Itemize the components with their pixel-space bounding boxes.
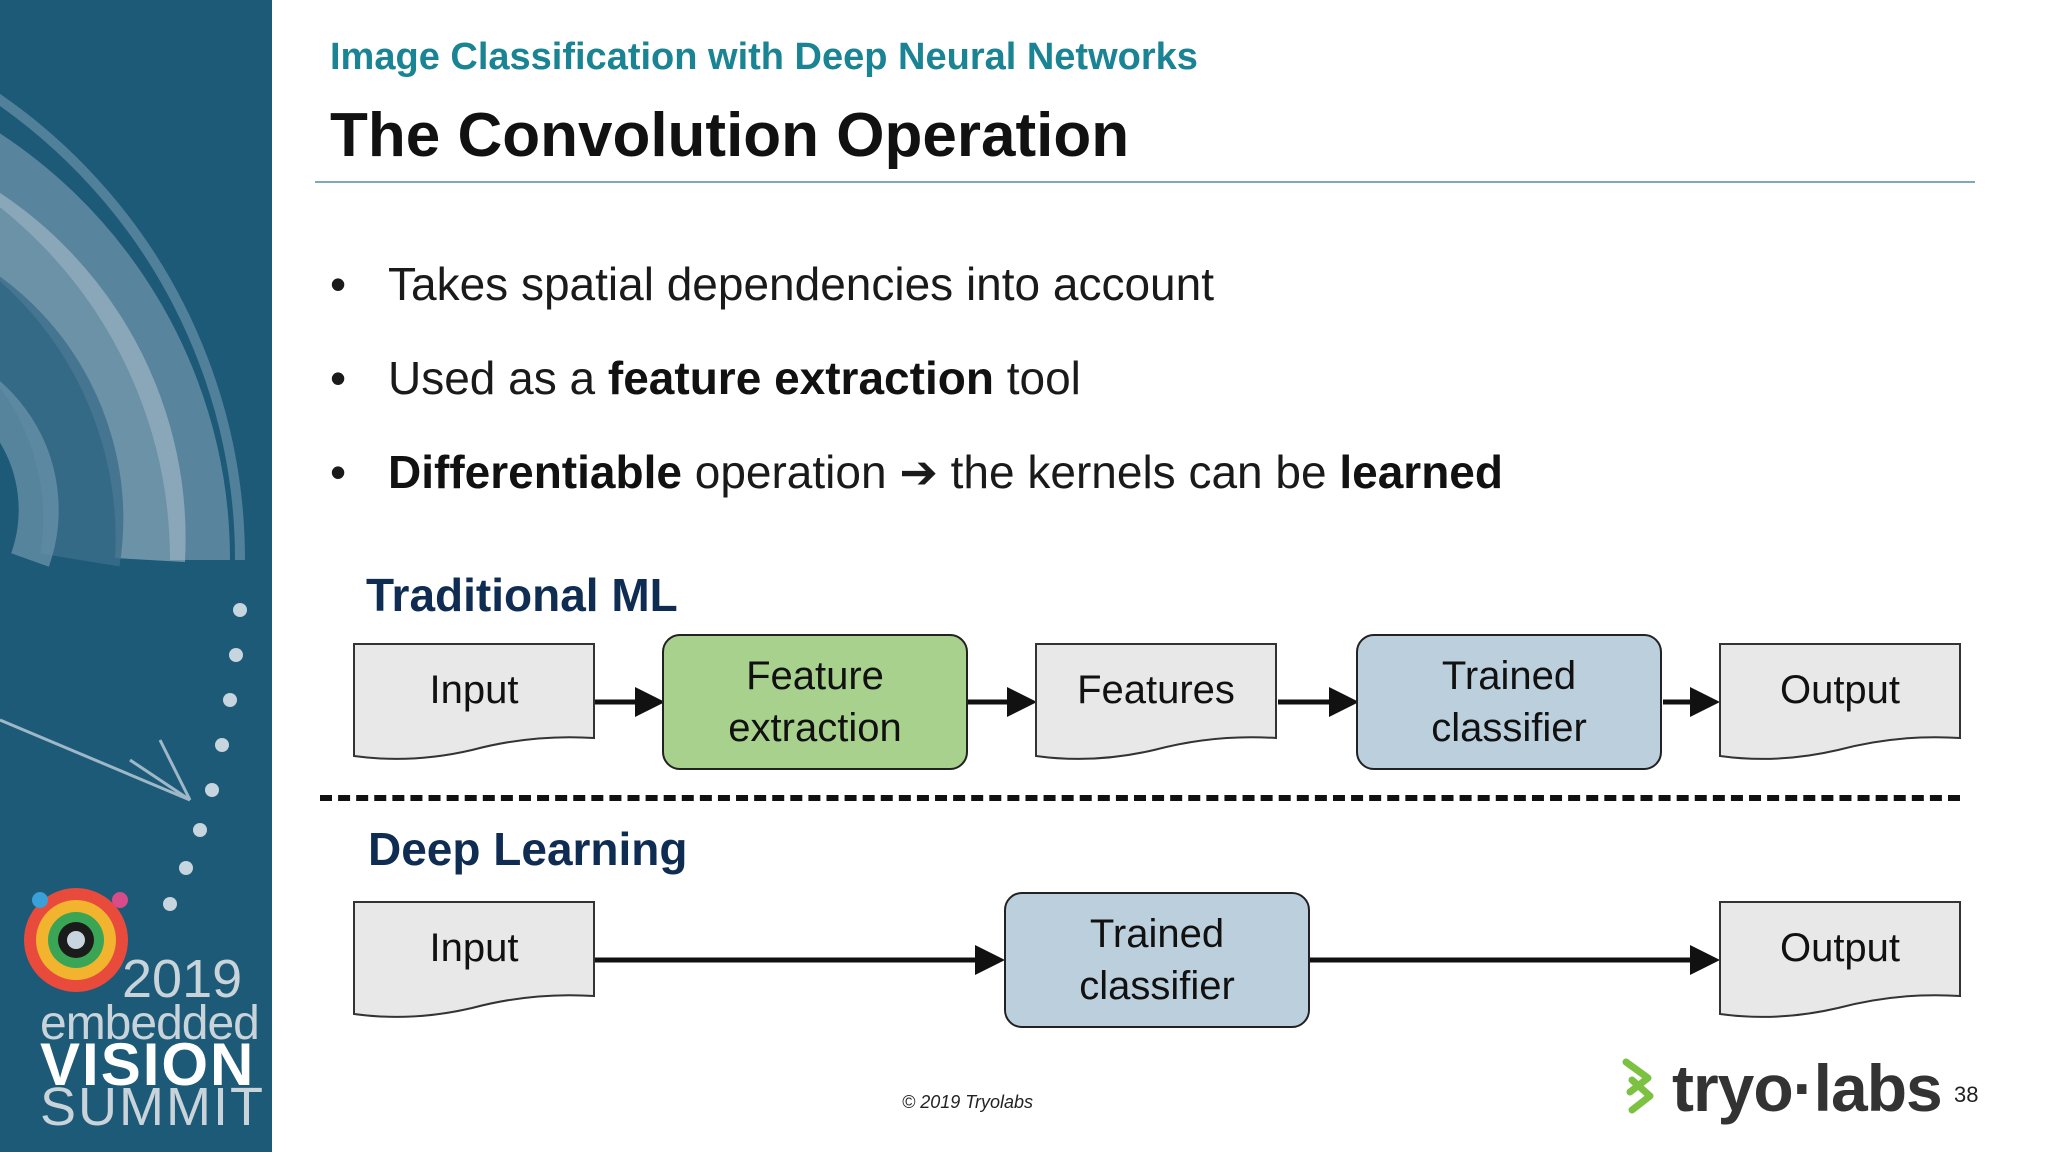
page-number: 38 — [1954, 1082, 1979, 1107]
bullet-bold-text: learned — [1339, 446, 1503, 498]
copyright-notice: © 2019 Tryolabs — [902, 1092, 1033, 1112]
decorative-arcs — [0, 94, 247, 992]
bullet-bold-text: feature extraction — [607, 352, 994, 404]
summit-year: 2019 — [122, 949, 243, 1009]
slide-title: The Convolution Operation — [330, 101, 1130, 170]
classifier-line1: Trained — [1089, 912, 1225, 956]
summit-line-summit: SUMMIT — [40, 1077, 265, 1137]
bullet-bold-text: Differentiable — [388, 446, 682, 498]
input-document-box: Input — [352, 900, 596, 1020]
summit-line-embedded: embedded — [40, 997, 260, 1050]
classifier-line1: Trained — [1441, 654, 1577, 698]
output-label: Output — [1779, 926, 1901, 970]
bullet-item: Differentiable operation ➔ the kernels c… — [330, 443, 1503, 537]
trained-classifier-box: Trained classifier — [1004, 892, 1310, 1028]
trained-classifier-box: Trained classifier — [1356, 634, 1662, 770]
features-document-box: Features — [1034, 642, 1278, 762]
input-label: Input — [429, 926, 519, 970]
feature-extraction-line2: extraction — [728, 706, 902, 750]
bullet-text: tool — [993, 352, 1081, 404]
section-separator — [320, 795, 1960, 801]
brand-wordmark: tryo·labs — [1672, 1051, 1943, 1125]
bullet-list: Takes spatial dependencies into account … — [330, 255, 1503, 537]
bullet-text: Takes spatial dependencies into account — [388, 258, 1215, 310]
bullet-text: operation ➔ the kernels can be — [681, 446, 1340, 498]
bullet-item: Used as a feature extraction tool — [330, 349, 1503, 443]
traditional-ml-label: Traditional ML — [366, 569, 678, 621]
deep-learning-label: Deep Learning — [368, 823, 688, 875]
classifier-line2: classifier — [1431, 706, 1587, 750]
bullet-text: Used as a — [388, 352, 608, 404]
output-document-box: Output — [1718, 900, 1962, 1020]
features-label: Features — [1077, 668, 1235, 712]
tryolabs-logo-icon — [1622, 1058, 1654, 1114]
feature-extraction-box: Feature extraction — [662, 634, 968, 770]
sidebar-banner: 2019 embedded VISION SUMMIT — [0, 0, 272, 1152]
input-document-box: Input — [352, 642, 596, 762]
slide-subtitle: Image Classification with Deep Neural Ne… — [330, 36, 1198, 78]
feature-extraction-line1: Feature — [746, 654, 884, 698]
bullet-item: Takes spatial dependencies into account — [330, 255, 1503, 349]
output-document-box: Output — [1718, 642, 1962, 762]
output-label: Output — [1779, 668, 1901, 712]
title-divider — [315, 181, 1975, 183]
classifier-line2: classifier — [1079, 964, 1235, 1008]
input-label: Input — [429, 668, 519, 712]
summit-line-vision: VISION — [40, 1031, 256, 1098]
